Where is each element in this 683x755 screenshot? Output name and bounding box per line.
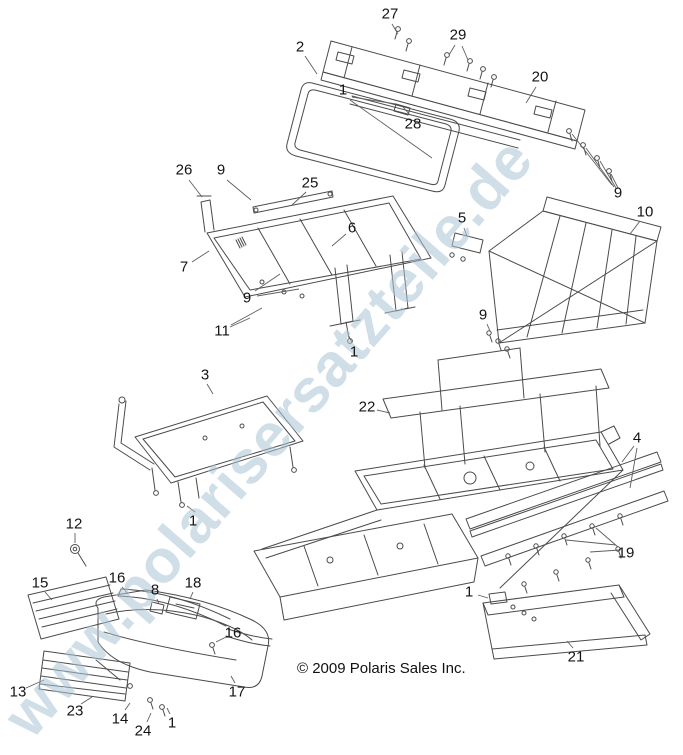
rear-box-frame <box>449 196 662 359</box>
side-rails <box>465 451 669 594</box>
seat-support-frame <box>113 395 304 508</box>
front-frame-weldment <box>196 190 432 344</box>
cargo-panel-assembly <box>286 26 613 193</box>
front-bumper-assembly <box>27 544 273 717</box>
copyright-text: © 2009 Polaris Sales Inc. <box>297 660 466 677</box>
rear-rail-assembly <box>482 584 651 660</box>
callout-leader-lines <box>25 23 641 723</box>
main-chassis-frame <box>253 347 624 621</box>
